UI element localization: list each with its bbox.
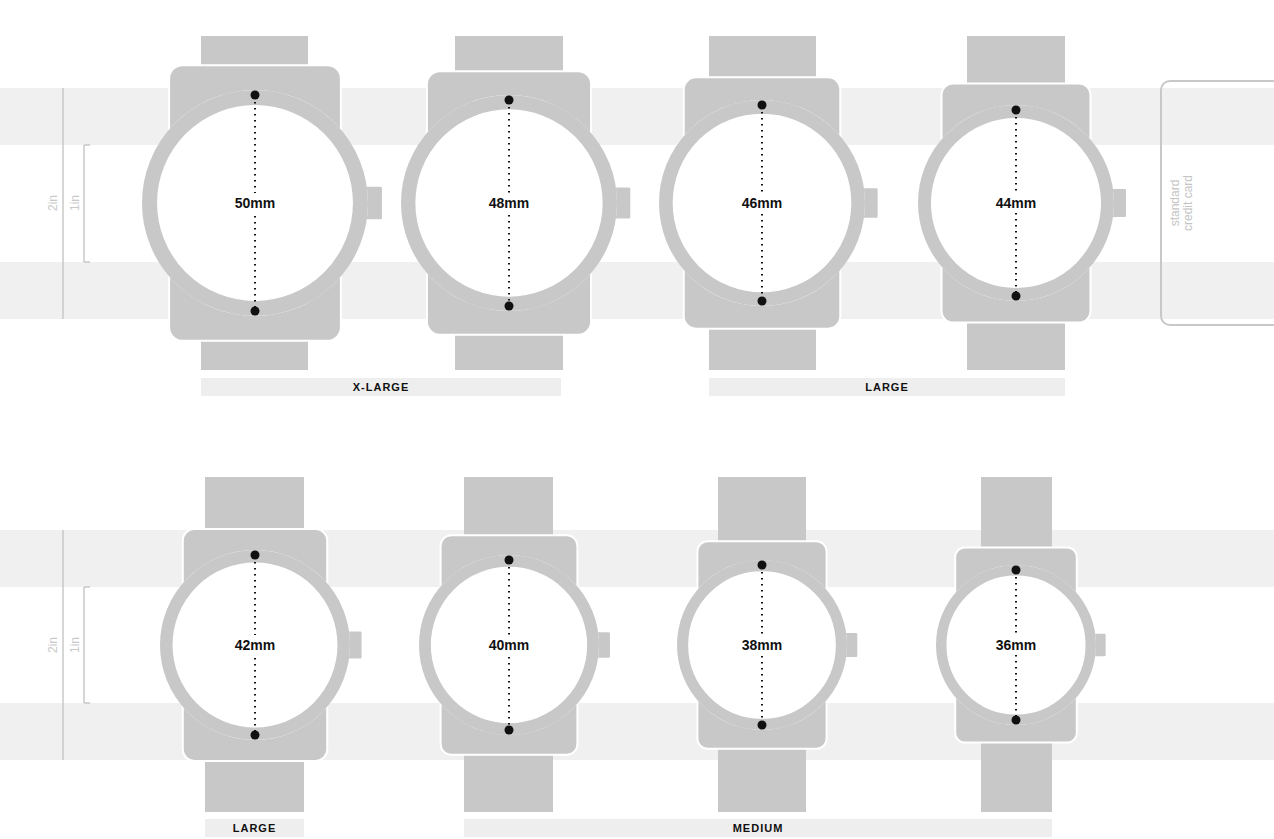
diameter-dot	[758, 297, 767, 306]
dimension-label: 1in	[68, 195, 82, 211]
bezel-edge	[173, 563, 336, 726]
watch-body	[142, 36, 383, 370]
size-label: 38mm	[739, 635, 785, 655]
diameter-dot	[758, 721, 767, 730]
watch-body	[918, 36, 1127, 370]
size-label: 50mm	[232, 193, 278, 213]
diameter-dot	[1012, 716, 1021, 725]
ruler-line	[62, 88, 64, 319]
size-band: MEDIUM	[464, 819, 1052, 837]
ruler-tick	[84, 261, 90, 263]
scale-ruler	[84, 587, 90, 703]
size-label: 46mm	[739, 193, 785, 213]
size-band: LARGE	[205, 819, 304, 837]
ruler-line	[83, 145, 85, 262]
dimension-label: 1in	[68, 637, 82, 653]
diameter-dot	[251, 91, 260, 100]
watch-face: 44mm	[918, 105, 1114, 301]
size-label: 40mm	[486, 635, 532, 655]
watch-face: 40mm	[419, 555, 599, 735]
size-label: 36mm	[993, 635, 1039, 655]
diameter-dot	[758, 101, 767, 110]
bezel-ring	[683, 566, 841, 724]
watch-face: 38mm	[677, 560, 847, 730]
diameter-dot	[1012, 106, 1021, 115]
diameter-dot	[758, 561, 767, 570]
watch-body	[936, 477, 1106, 812]
bezel-edge	[689, 572, 835, 718]
bezel-ring	[167, 557, 344, 734]
diameter-dot	[251, 731, 260, 740]
card-label: standard credit card	[1169, 166, 1195, 240]
watch-face: 46mm	[659, 100, 865, 306]
bezel-ring	[666, 107, 858, 299]
watch-body	[160, 477, 362, 812]
category-label: MEDIUM	[733, 821, 784, 835]
watch-body	[677, 477, 858, 812]
diameter-dot	[1012, 292, 1021, 301]
bezel-ring	[409, 103, 610, 304]
bezel-ring	[425, 561, 592, 728]
bezel-edge	[947, 576, 1085, 714]
watch-case	[918, 105, 1114, 301]
ruler-tick	[84, 144, 90, 146]
diameter-dot	[251, 551, 260, 560]
ruler-line	[62, 530, 64, 760]
diameter-dot	[505, 302, 514, 311]
watch-face: 42mm	[160, 550, 350, 740]
size-label: 48mm	[486, 193, 532, 213]
watch-body	[401, 36, 631, 370]
watch-body	[419, 477, 611, 812]
category-label: LARGE	[233, 821, 277, 835]
diameter-dot	[1012, 566, 1021, 575]
watch-face: 50mm	[142, 90, 368, 316]
scale-ruler	[63, 530, 64, 760]
size-band: LARGE	[709, 378, 1065, 396]
diameter-dot	[251, 307, 260, 316]
watch-face: 36mm	[936, 565, 1096, 725]
diameter-dot	[505, 556, 514, 565]
diameter-dot	[505, 96, 514, 105]
credit-card-outline: standard credit card	[1160, 80, 1274, 326]
watch-case	[659, 100, 865, 306]
dimension-label: 2in	[46, 195, 60, 211]
dimension-label: 2in	[46, 637, 60, 653]
watch-case	[419, 555, 599, 735]
category-label: X-LARGE	[353, 380, 410, 394]
size-band: X-LARGE	[201, 378, 561, 396]
watch-case	[677, 560, 847, 730]
watch-case	[160, 550, 350, 740]
size-label: 42mm	[232, 635, 278, 655]
watch-case	[936, 565, 1096, 725]
bezel-ring	[925, 112, 1107, 294]
bezel-edge	[673, 114, 850, 291]
watch-case	[142, 90, 368, 316]
diameter-dot	[505, 726, 514, 735]
watch-case	[401, 95, 617, 311]
category-label: LARGE	[865, 380, 909, 394]
watch-body	[659, 36, 878, 370]
scale-ruler	[63, 88, 64, 319]
scale-ruler	[84, 145, 90, 262]
watch-face: 48mm	[401, 95, 617, 311]
size-label: 44mm	[993, 193, 1039, 213]
ruler-tick	[84, 586, 90, 588]
ruler-line	[83, 587, 85, 703]
bezel-ring	[942, 571, 1091, 720]
ruler-tick	[84, 702, 90, 704]
